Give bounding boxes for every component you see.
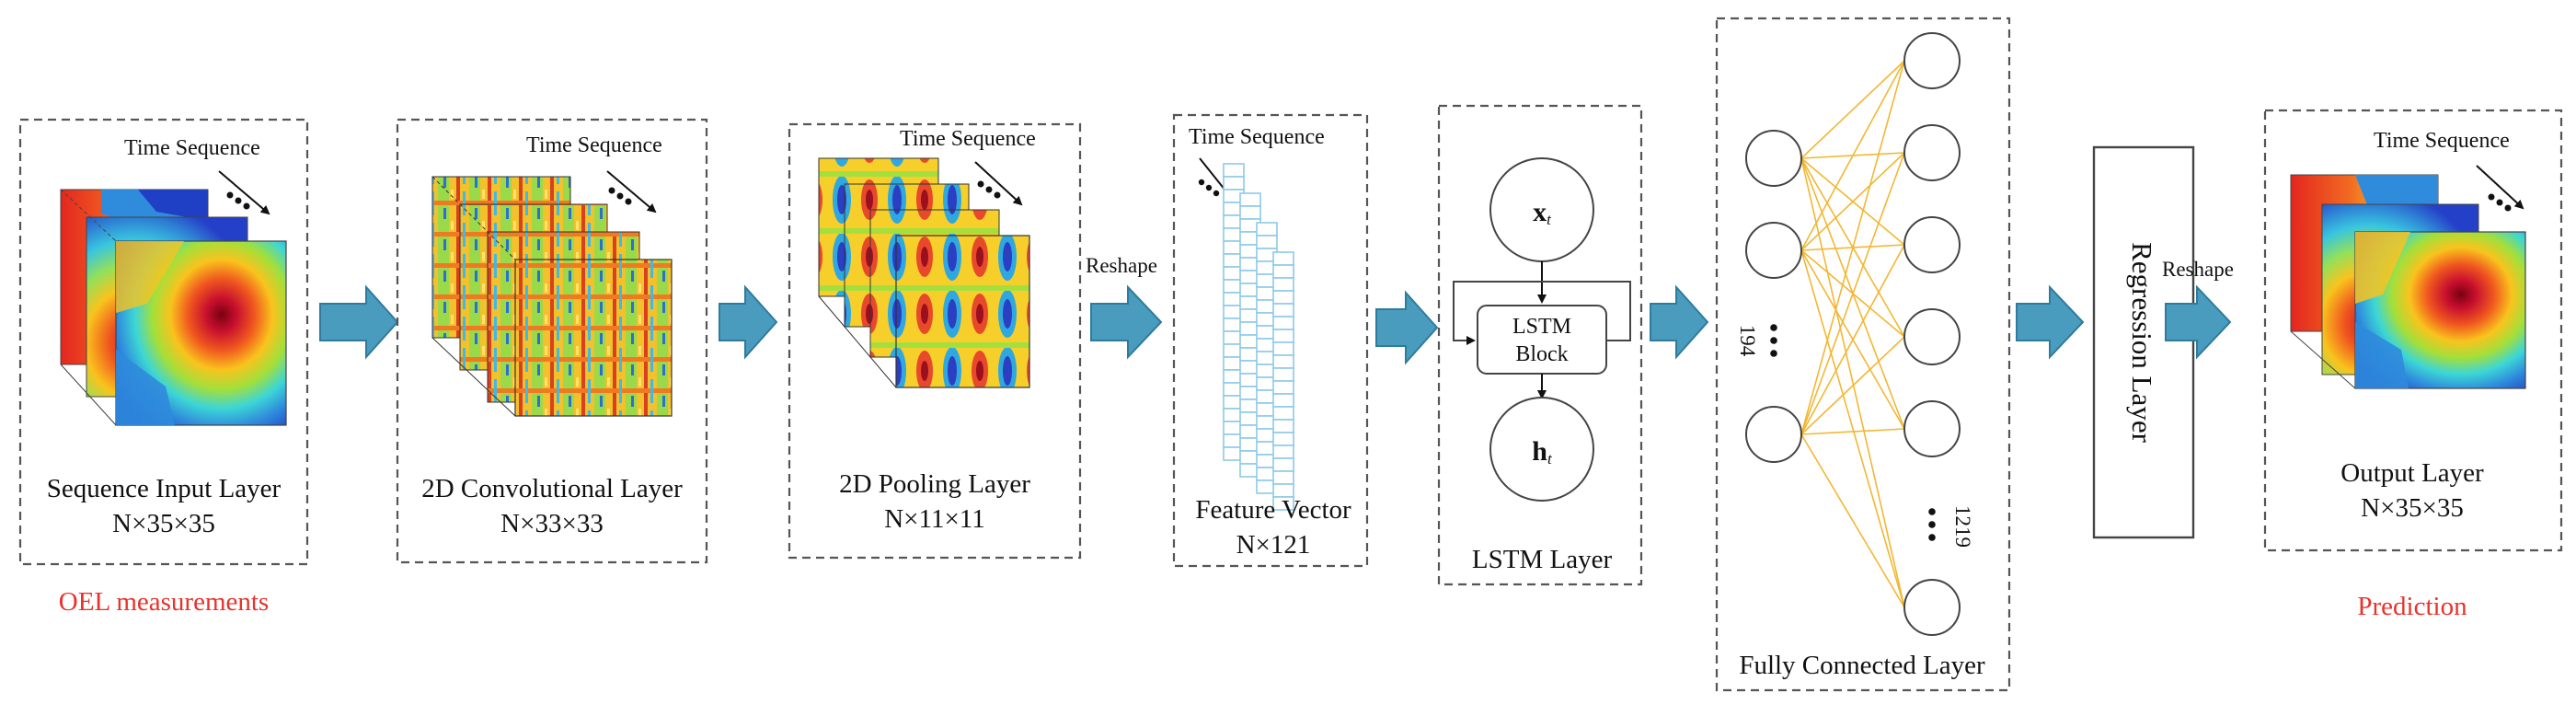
layer-name: Regression Layer <box>2126 242 2158 443</box>
output-symbol: ht <box>1532 436 1553 468</box>
prediction-caption: Prediction <box>2357 592 2467 621</box>
recurrent-loop <box>1453 281 1631 345</box>
ellipsis-icon <box>1770 324 1777 357</box>
fc-connection <box>1800 244 1905 435</box>
flow-arrow <box>1375 290 1439 365</box>
conv-layer: Time Sequence 2D Convolutional Layer N×3… <box>396 118 708 564</box>
layer-name: 2D Convolutional Layer <box>421 474 683 503</box>
layer-dims: N×121 <box>1236 530 1311 560</box>
flow-arrow <box>1650 284 1709 360</box>
layer-name: Feature Vector <box>1195 495 1351 525</box>
time-arrow <box>974 161 1023 206</box>
lstm-layer: xt LSTM Block ht LSTM Layer <box>1437 104 1643 586</box>
time-sequence-label: Time Sequence <box>124 136 260 160</box>
fc-connection <box>1800 60 1905 251</box>
fc-connection <box>1800 249 1905 608</box>
layer-dims: N×35×35 <box>2361 493 2464 523</box>
fc-input-node <box>1745 222 1802 279</box>
time-sequence-label: Time Sequence <box>900 127 1036 151</box>
input-symbol: xt <box>1533 197 1552 228</box>
feature-column <box>1256 222 1278 494</box>
flow-arrow <box>2016 284 2085 360</box>
layer-name: 2D Pooling Layer <box>839 469 1030 499</box>
regression-layer-box <box>2092 145 2195 539</box>
time-sequence-label: Time Sequence <box>2374 129 2510 153</box>
lstm-block-line1: LSTM <box>1512 315 1571 339</box>
time-arrow <box>2476 165 2524 210</box>
flow-arrow <box>2165 284 2232 360</box>
fc-output-node <box>1903 216 1961 273</box>
fc-output-node <box>1903 308 1961 365</box>
fc-connection <box>1800 336 1905 435</box>
sequence-input-layer: Time Sequence Sequence Input Layer N×35×… <box>18 118 309 617</box>
fc-input-node <box>1745 130 1802 187</box>
reshape-label: Reshape <box>1086 254 1157 277</box>
flow-arrow <box>319 284 399 360</box>
ellipsis-icon <box>608 187 632 205</box>
layer-dims: N×35×35 <box>112 509 215 538</box>
reshape-label: Reshape <box>2162 258 2234 281</box>
output-layer: Time Sequence Output Layer N×35×35 Predi… <box>2263 109 2563 621</box>
fc-output-node <box>1903 124 1961 181</box>
time-arrow <box>606 170 657 214</box>
layer-name: Sequence Input Layer <box>47 474 282 503</box>
flow-arrow <box>719 284 778 360</box>
left-node-count: 194 <box>1736 325 1759 357</box>
fc-connection <box>1800 152 1905 435</box>
conv-feature-map-stack <box>431 176 673 417</box>
oel-measurements-caption: OEL measurements <box>59 587 269 617</box>
fc-output-node <box>1903 400 1961 457</box>
ellipsis-icon <box>1928 508 1936 541</box>
fc-connection <box>1800 60 1905 435</box>
regression-layer: Regression Layer <box>2092 145 2195 539</box>
right-node-count: 1219 <box>1951 505 1974 548</box>
input-heatmap-stack <box>60 189 287 426</box>
time-sequence-label: Time Sequence <box>1189 125 1325 149</box>
pooling-layer: Time Sequence 2D Pooling Layer N×11×11 <box>788 122 1082 560</box>
output-node <box>1489 397 1594 502</box>
fc-connection <box>1800 428 1905 435</box>
fc-connection <box>1800 152 1905 251</box>
fc-connection <box>1800 433 1905 608</box>
feature-column <box>1272 251 1294 511</box>
fc-output-node <box>1903 32 1961 89</box>
fc-connection <box>1800 60 1905 159</box>
fc-layer-box <box>1715 17 2011 692</box>
time-sequence-label: Time Sequence <box>526 133 662 157</box>
layer-name: Fully Connected Layer <box>1739 651 1985 680</box>
ellipsis-icon <box>2488 193 2512 212</box>
fc-nodes <box>1745 32 1961 636</box>
fully-connected-layer: 194 1219 Fully Connected Layer <box>1715 17 2011 692</box>
fc-input-node <box>1745 406 1802 463</box>
time-arrow <box>218 170 270 215</box>
layer-dims: N×33×33 <box>500 509 604 538</box>
feature-vector-columns <box>1223 163 1294 511</box>
ellipsis-icon <box>226 191 250 210</box>
output-heatmap-stack <box>2290 174 2526 389</box>
ellipsis-icon <box>977 180 1001 199</box>
feature-vector: Time Sequence Feature Vector N×121 <box>1172 113 1369 568</box>
flow-arrow <box>1090 284 1163 360</box>
fc-connections <box>1800 60 1905 608</box>
layer-dims: N×11×11 <box>884 504 985 534</box>
ellipsis-icon <box>1198 179 1220 197</box>
fc-output-node <box>1903 579 1961 636</box>
lstm-block-line2: Block <box>1515 342 1568 366</box>
layer-name: LSTM Layer <box>1472 545 1613 574</box>
pool-feature-map-stack <box>818 157 1030 388</box>
layer-name: Output Layer <box>2340 458 2484 488</box>
